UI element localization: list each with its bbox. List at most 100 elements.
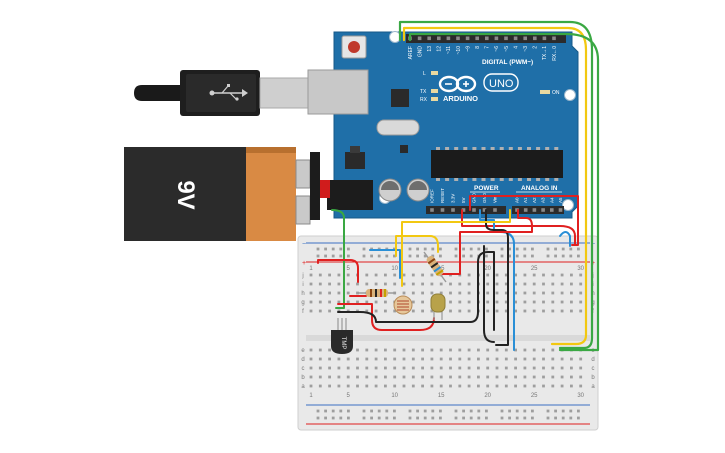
rail-hole[interactable] [469, 416, 473, 420]
breadboard-hole[interactable] [504, 384, 508, 388]
breadboard-hole[interactable] [579, 366, 583, 370]
digital-pin[interactable] [542, 36, 547, 41]
breadboard-hole[interactable] [486, 300, 490, 304]
rail-hole[interactable] [577, 254, 580, 258]
breadboard-hole[interactable] [365, 348, 369, 352]
power-pin[interactable] [451, 208, 455, 212]
breadboard-hole[interactable] [523, 348, 527, 352]
rail-hole[interactable] [431, 247, 435, 251]
breadboard-hole[interactable] [356, 384, 359, 388]
rail-hole[interactable] [531, 409, 534, 413]
breadboard-hole[interactable] [384, 273, 387, 277]
breadboard-hole[interactable] [384, 309, 387, 313]
breadboard-hole[interactable] [393, 357, 397, 361]
rail-hole[interactable] [508, 254, 511, 258]
breadboard-hole[interactable] [328, 291, 331, 295]
breadboard-hole[interactable] [570, 309, 573, 313]
breadboard-hole[interactable] [356, 357, 359, 361]
breadboard-hole[interactable] [467, 273, 471, 277]
rail-hole[interactable] [485, 409, 488, 413]
breadboard-hole[interactable] [504, 282, 508, 286]
breadboard-hole[interactable] [542, 291, 545, 295]
breadboard-hole[interactable] [477, 384, 480, 388]
breadboard-hole[interactable] [337, 282, 341, 286]
breadboard-hole[interactable] [551, 282, 555, 286]
breadboard-hole[interactable] [551, 273, 555, 277]
digital-pin[interactable] [446, 36, 451, 41]
power-pin[interactable] [472, 208, 476, 212]
breadboard-hole[interactable] [458, 348, 462, 352]
wire-red-rail[interactable] [317, 259, 359, 283]
wire-red-a1[interactable] [439, 209, 533, 275]
breadboard-hole[interactable] [309, 300, 313, 304]
rail-hole[interactable] [546, 409, 550, 413]
power-pin[interactable] [461, 208, 466, 212]
wire-red-5v-2[interactable] [461, 209, 576, 245]
breadboard-hole[interactable] [570, 375, 573, 379]
rail-hole[interactable] [316, 409, 320, 413]
breadboard-hole[interactable] [495, 384, 499, 388]
rail-hole[interactable] [561, 416, 565, 420]
breadboard-hole[interactable] [458, 384, 462, 388]
breadboard-hole[interactable] [402, 348, 406, 352]
breadboard-hole[interactable] [495, 309, 499, 313]
power-pin[interactable] [482, 208, 487, 212]
rail-hole[interactable] [385, 409, 389, 413]
breadboard-hole[interactable] [551, 309, 555, 313]
rail-hole[interactable] [523, 409, 527, 413]
breadboard-hole[interactable] [486, 384, 490, 388]
rail-hole[interactable] [324, 416, 327, 420]
breadboard-hole[interactable] [328, 384, 331, 388]
rail-hole[interactable] [423, 247, 427, 251]
breadboard-hole[interactable] [421, 273, 424, 277]
breadboard-hole[interactable] [579, 273, 583, 277]
breadboard-hole[interactable] [374, 348, 378, 352]
breadboard-hole[interactable] [542, 375, 545, 379]
analog-pin[interactable] [550, 208, 554, 212]
breadboard-hole[interactable] [458, 291, 462, 295]
breadboard-hole[interactable] [486, 291, 490, 295]
rail-hole[interactable] [569, 247, 573, 251]
breadboard-hole[interactable] [579, 384, 583, 388]
rail-hole[interactable] [331, 247, 335, 251]
digital-pin[interactable] [533, 36, 537, 41]
breadboard-hole[interactable] [365, 375, 369, 379]
breadboard-hole[interactable] [337, 375, 341, 379]
rail-hole[interactable] [454, 416, 458, 420]
rail-hole[interactable] [408, 254, 412, 258]
breadboard-hole[interactable] [504, 309, 508, 313]
breadboard-hole[interactable] [579, 300, 583, 304]
breadboard-hole[interactable] [449, 384, 452, 388]
rail-hole[interactable] [500, 247, 504, 251]
breadboard-hole[interactable] [449, 300, 452, 304]
rail-hole[interactable] [477, 247, 481, 251]
rail-hole[interactable] [515, 409, 519, 413]
breadboard-hole[interactable] [486, 366, 490, 370]
breadboard-hole[interactable] [384, 375, 387, 379]
rail-hole[interactable] [561, 409, 565, 413]
breadboard-hole[interactable] [551, 384, 555, 388]
breadboard-hole[interactable] [514, 366, 517, 370]
rail-hole[interactable] [569, 409, 573, 413]
wire-green-sensor[interactable] [331, 209, 345, 309]
breadboard-hole[interactable] [439, 291, 443, 295]
breadboard-hole[interactable] [337, 291, 341, 295]
breadboard-hole[interactable] [430, 384, 434, 388]
breadboard-hole[interactable] [393, 309, 397, 313]
breadboard-hole[interactable] [532, 282, 536, 286]
rail-hole[interactable] [515, 247, 519, 251]
rail-hole[interactable] [485, 416, 488, 420]
rail-hole[interactable] [385, 416, 389, 420]
rail-hole[interactable] [554, 416, 557, 420]
breadboard-hole[interactable] [560, 273, 564, 277]
rail-hole[interactable] [500, 254, 504, 258]
breadboard-hole[interactable] [402, 384, 406, 388]
breadboard-hole[interactable] [346, 366, 350, 370]
breadboard-hole[interactable] [467, 282, 471, 286]
breadboard-hole[interactable] [411, 273, 415, 277]
wire-yellow-digital[interactable] [402, 26, 588, 346]
battery-9v[interactable]: 9V [124, 147, 330, 241]
breadboard-hole[interactable] [486, 375, 490, 379]
breadboard-hole[interactable] [486, 357, 490, 361]
breadboard-hole[interactable] [514, 357, 517, 361]
